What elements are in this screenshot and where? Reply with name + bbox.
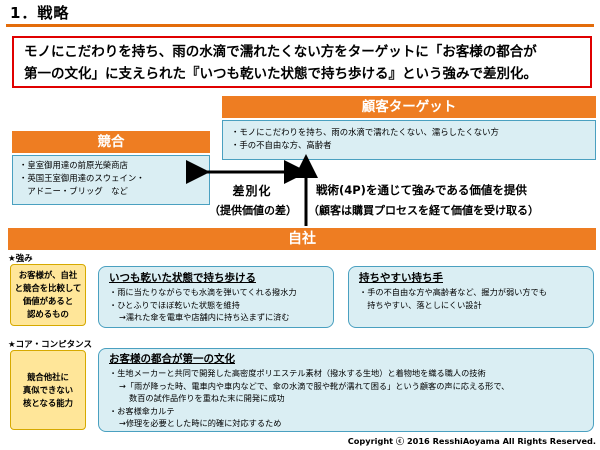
competitor-header: 競合 — [12, 131, 210, 153]
strength-definition-line: 認めるもの — [27, 309, 69, 319]
feature-line: 数百の試作品作りを重ねた末に開発に成功 — [129, 393, 285, 403]
feature-box-grip: 持ちやすい持ち手 ・手の不自由な方や高齢者など、握力が弱い方でも 持ちやすい、落… — [348, 266, 594, 328]
feature-line: →修理を必要とした時に的確に対応するため — [119, 418, 282, 428]
feature-line: 持ちやすい、落としにくい設計 — [359, 299, 482, 310]
competitor-item: ・英国王室御用達のスウェイン・ — [19, 173, 145, 183]
competitor-item: ・皇室御用達の前原光榮商店 — [19, 160, 128, 170]
strength-label: ★強み — [8, 254, 33, 264]
headline-line-1: モノにこだわりを持ち、雨の水滴で濡れたくない方をターゲットに「お客様の都合が — [24, 44, 537, 60]
feature-line: ・手の不自由な方や高齢者など、握力が弱い方でも — [359, 287, 547, 297]
headline-line-2: 第一の文化」に支えられた『いつも乾いた状態で持ち歩ける』という強みで差別化。 — [24, 66, 537, 82]
value-delivery-sublabel: （顧客は購買プロセスを経て価値を受け取る） — [308, 204, 539, 217]
feature-line: ・生地メーカーと共同で開発した高密度ポリエステル素材（撥水する生地）と着物地を織… — [109, 368, 486, 378]
customer-target-box: ・モノにこだわりを持ち、雨の水滴で濡れたくない、濡らしたくない方 ・手の不自由な… — [222, 120, 596, 160]
customer-item: ・モノにこだわりを持ち、雨の水滴で濡れたくない、濡らしたくない方 — [231, 127, 499, 137]
differentiation-sublabel: （提供価値の差） — [209, 204, 297, 217]
copyright-notice: Copyright ⓒ 2016 ResshiAoyama All Rights… — [347, 436, 596, 446]
value-delivery-label: 戦術(4P)を通じて強みである価値を提供 — [316, 183, 527, 197]
customer-target-header: 顧客ターゲット — [222, 96, 596, 118]
title-divider — [6, 24, 594, 27]
strength-definition-line: 価値があると — [22, 296, 74, 306]
feature-box-customer-first: お客様の都合が第一の文化 ・生地メーカーと共同で開発した高密度ポリエステル素材（… — [98, 348, 594, 432]
strength-definition-line: お客様が、自社 — [18, 270, 78, 280]
feature-line: ・雨に当たりながらでも水滴を弾いてくれる撥水力 — [109, 287, 297, 297]
feature-title-dry: いつも乾いた状態で持ち歩ける — [109, 272, 256, 284]
headline-box: モノにこだわりを持ち、雨の水滴で濡れたくない方をターゲットに「お客様の都合が 第… — [12, 36, 592, 88]
strength-definition-line: と競合を比較して — [14, 283, 82, 293]
core-definition-line: 核となる能力 — [23, 397, 73, 408]
strength-definition-box: お客様が、自社 と競合を比較して 価値があると 認めるもの — [10, 264, 86, 326]
core-competence-label: ★コア・コンピタンス — [8, 340, 92, 350]
company-header: 自社 — [8, 228, 596, 250]
feature-box-dry: いつも乾いた状態で持ち歩ける ・雨に当たりながらでも水滴を弾いてくれる撥水力 ・… — [98, 266, 334, 328]
feature-line: ・ひとふりでほぼ乾いた状態を維持 — [109, 299, 240, 310]
feature-title-grip: 持ちやすい持ち手 — [359, 272, 443, 284]
page-title: 1．戦略 — [10, 4, 70, 22]
core-definition-line: 競合他社に — [27, 371, 69, 382]
feature-line: ・お客様傘カルテ — [109, 405, 175, 416]
differentiation-label: 差別化 — [232, 184, 272, 198]
feature-line: →濡れた傘を電車や店舗内に持ち込まずに済む — [119, 312, 290, 322]
feature-line: →「雨が降った時、電車内や車内などで、傘の水滴で服や靴が濡れて困る」という顧客の… — [119, 380, 510, 391]
customer-item: ・手の不自由な方、高齢者 — [231, 140, 332, 150]
competitor-item: アドニー・ブリッグ など — [19, 186, 128, 196]
core-definition-line: 真似できない — [22, 384, 74, 395]
core-competence-definition-box: 競合他社に 真似できない 核となる能力 — [10, 350, 86, 430]
feature-title-customer-first: お客様の都合が第一の文化 — [109, 353, 235, 365]
competitor-box: ・皇室御用達の前原光榮商店 ・英国王室御用達のスウェイン・ アドニー・ブリッグ … — [12, 155, 210, 205]
